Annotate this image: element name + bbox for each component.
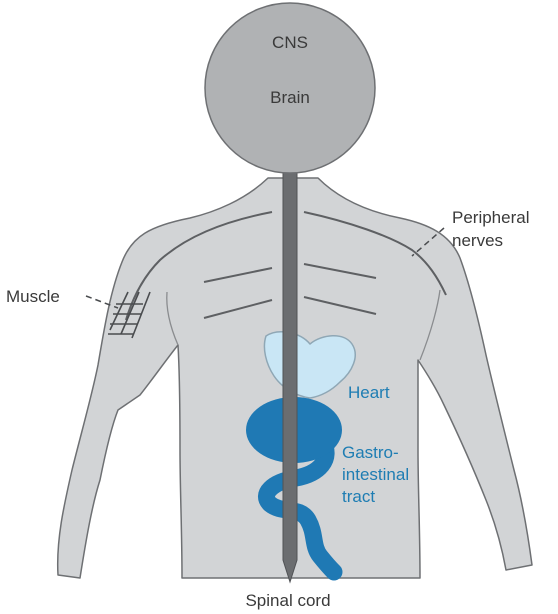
gi-tract-label-line1: Gastro- xyxy=(342,443,399,462)
gi-tract-label-line2: intestinal xyxy=(342,465,409,484)
muscle-label: Muscle xyxy=(6,287,60,306)
spinal-cord xyxy=(283,150,297,582)
cns-label: CNS xyxy=(272,33,308,52)
heart-label: Heart xyxy=(348,383,390,402)
brain-label: Brain xyxy=(270,88,310,107)
peripheral-nerves-label-line2: nerves xyxy=(452,231,503,250)
spinal-cord-label: Spinal cord xyxy=(245,591,330,610)
peripheral-nerves-label-line1: Peripheral xyxy=(452,208,530,227)
gi-tract-label-line3: tract xyxy=(342,487,375,506)
